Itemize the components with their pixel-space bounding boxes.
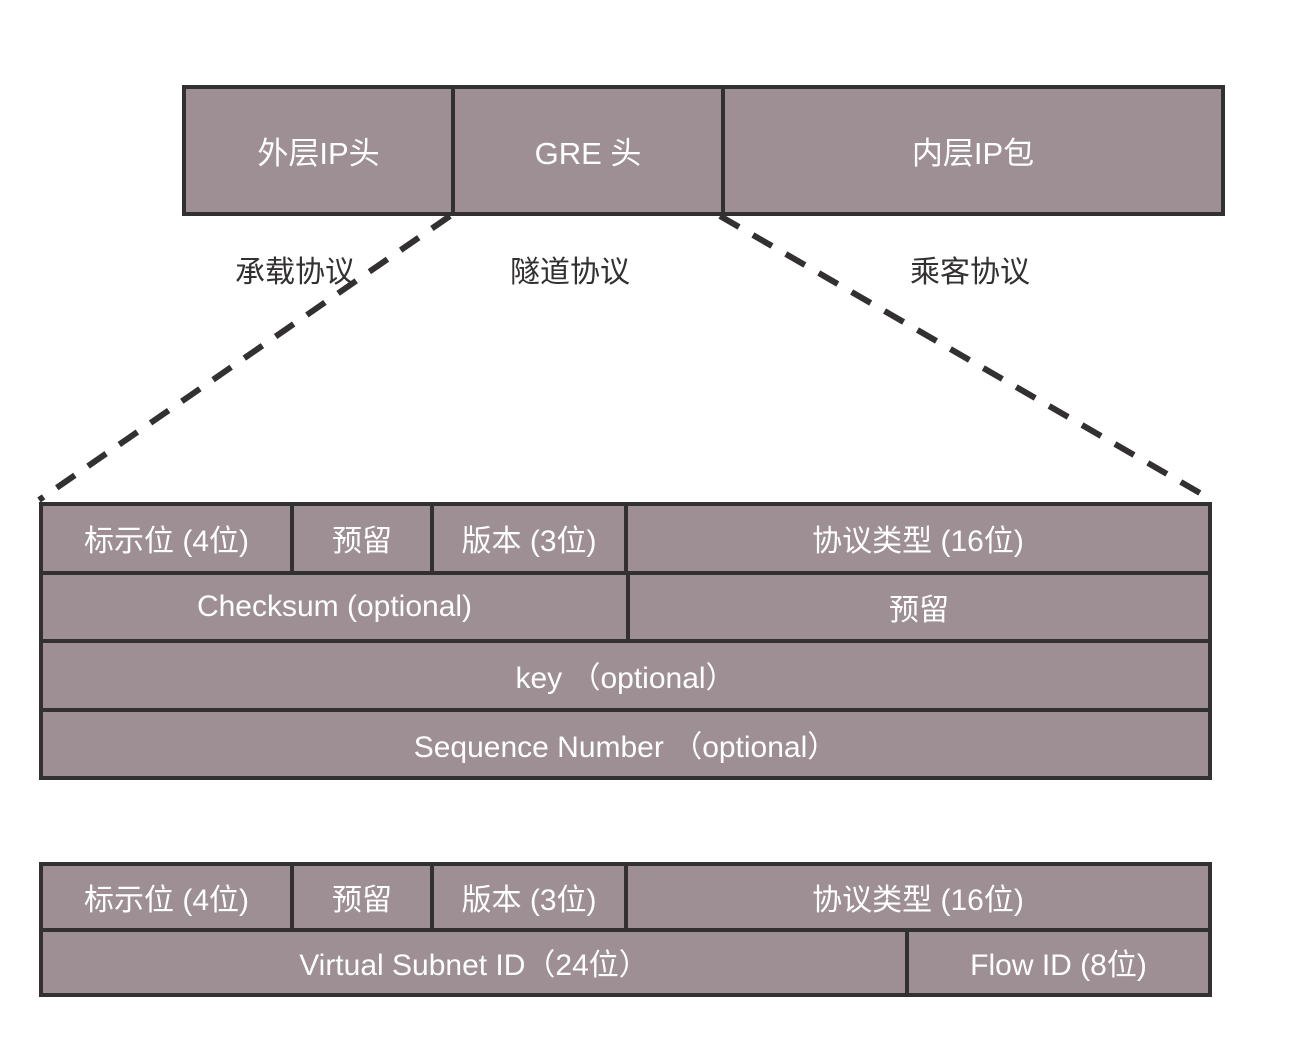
- field-label: 预留: [332, 883, 392, 917]
- field-label: Flow ID (8位): [970, 949, 1147, 983]
- field-label: Virtual Subnet ID（24位）: [299, 949, 649, 983]
- nvgre-field-virtual-subnet-id: Virtual Subnet ID（24位）: [43, 932, 905, 994]
- nvgre-header-table: 标示位 (4位) 预留 版本 (3位) 协议类型 (16位) Virtual S…: [39, 862, 1212, 997]
- gre-header-row-4: Sequence Number （optional）: [43, 707, 1208, 777]
- nvgre-field-protocol-type: 协议类型 (16位): [624, 866, 1208, 928]
- gre-header-row-2: Checksum (optional) 预留: [43, 570, 1208, 640]
- gre-field-reserved-2: 预留: [626, 574, 1208, 639]
- field-label: 版本 (3位): [461, 883, 597, 917]
- packet-cell-label: GRE 头: [534, 136, 642, 171]
- packet-cell-gre-header: GRE 头: [451, 89, 721, 212]
- packet-cell-inner-ip-packet: 内层IP包: [721, 89, 1221, 212]
- packet-cell-label: 外层IP头: [257, 136, 380, 171]
- gre-header-table: 标示位 (4位) 预留 版本 (3位) 协议类型 (16位) Checksum …: [39, 502, 1212, 780]
- field-label: 预留: [332, 525, 392, 559]
- field-label: 协议类型 (16位): [812, 525, 1024, 559]
- field-label: 标示位 (4位): [84, 883, 249, 917]
- gre-field-flags: 标示位 (4位): [43, 506, 290, 571]
- gre-field-reserved: 预留: [290, 506, 430, 571]
- nvgre-header-row-2: Virtual Subnet ID（24位） Flow ID (8位): [43, 927, 1208, 994]
- nvgre-field-flags: 标示位 (4位): [43, 866, 290, 928]
- field-label: 协议类型 (16位): [812, 883, 1024, 917]
- nvgre-field-version: 版本 (3位): [430, 866, 624, 928]
- nvgre-field-flow-id: Flow ID (8位): [905, 931, 1208, 993]
- packet-cell-outer-ip-header: 外层IP头: [186, 89, 451, 212]
- gre-header-row-3: key （optional）: [43, 639, 1208, 708]
- gre-header-row-1: 标示位 (4位) 预留 版本 (3位) 协议类型 (16位): [43, 506, 1208, 571]
- field-label: 标示位 (4位): [84, 525, 249, 559]
- field-label: 版本 (3位): [461, 525, 597, 559]
- gre-field-sequence-number: Sequence Number （optional）: [43, 712, 1208, 777]
- field-label: 预留: [889, 593, 949, 627]
- gre-field-checksum: Checksum (optional): [43, 575, 626, 640]
- field-label: Checksum (optional): [196, 589, 473, 623]
- nvgre-header-row-1: 标示位 (4位) 预留 版本 (3位) 协议类型 (16位): [43, 866, 1208, 928]
- nvgre-field-reserved: 预留: [290, 866, 430, 928]
- packet-cell-label: 内层IP包: [911, 136, 1035, 171]
- field-label: key （optional）: [515, 662, 736, 696]
- encapsulation-bar: 外层IP头 GRE 头 内层IP包: [182, 85, 1225, 216]
- gre-field-key: key （optional）: [43, 643, 1208, 708]
- caption-passenger-protocol: 乘客协议: [910, 256, 1030, 289]
- gre-field-protocol-type: 协议类型 (16位): [624, 506, 1208, 571]
- caption-carrier-protocol: 承载协议: [235, 256, 355, 289]
- gre-field-version: 版本 (3位): [430, 506, 624, 571]
- field-label: Sequence Number （optional）: [413, 730, 838, 764]
- caption-tunnel-protocol: 隧道协议: [510, 256, 630, 289]
